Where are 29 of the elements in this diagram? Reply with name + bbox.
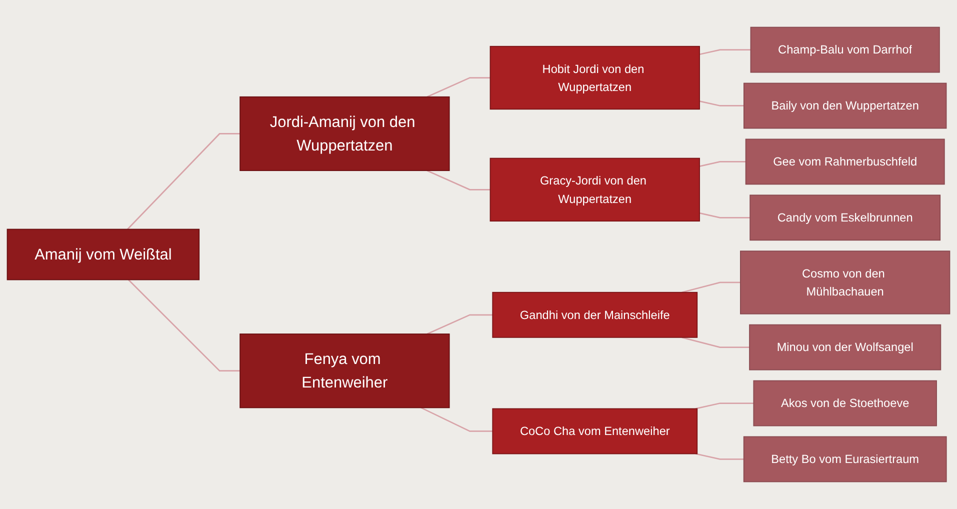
- connector: [682, 282, 740, 294]
- connector: [699, 100, 744, 106]
- node-box: CoCo Cha vom Entenweiher: [492, 408, 698, 454]
- node-box: Fenya vom Entenweiher: [240, 334, 450, 408]
- connector: [682, 336, 750, 348]
- node-box: Akos von de Stoethoeve: [753, 380, 937, 426]
- node-box: Champ-Balu vom Darrhof: [750, 26, 940, 73]
- connector: [699, 161, 746, 167]
- node-box: Gracy-Jordi von den Wuppertatzen: [490, 158, 700, 222]
- connector: [426, 77, 490, 98]
- node-box: Cosmo von den Mühlbachauen: [740, 250, 950, 314]
- connector: [128, 279, 240, 372]
- connector: [695, 453, 744, 460]
- node-box: Minou von der Wolfsangel: [749, 324, 942, 370]
- node-box: Baily von den Wuppertatzen: [743, 82, 947, 129]
- node-box: Candy vom Eskelbrunnen: [750, 194, 941, 241]
- connector: [420, 407, 493, 432]
- node-box: Amanij vom Weißtal: [6, 228, 200, 280]
- node-box: Jordi-Amanij von den Wuppertatzen: [240, 96, 450, 172]
- connector: [699, 212, 750, 218]
- node-box: Gandhi von der Mainschleife: [492, 292, 698, 338]
- connector: [695, 402, 754, 410]
- node-box: Hobit Jordi von den Wuppertatzen: [490, 46, 700, 110]
- node-box: Gee vom Rahmerbuschfeld: [745, 138, 945, 185]
- node-box: Betty Bo vom Eurasiertraum: [743, 436, 947, 482]
- connector: [426, 170, 490, 190]
- connector: [699, 49, 751, 56]
- connector: [127, 133, 240, 230]
- connector: [426, 314, 493, 335]
